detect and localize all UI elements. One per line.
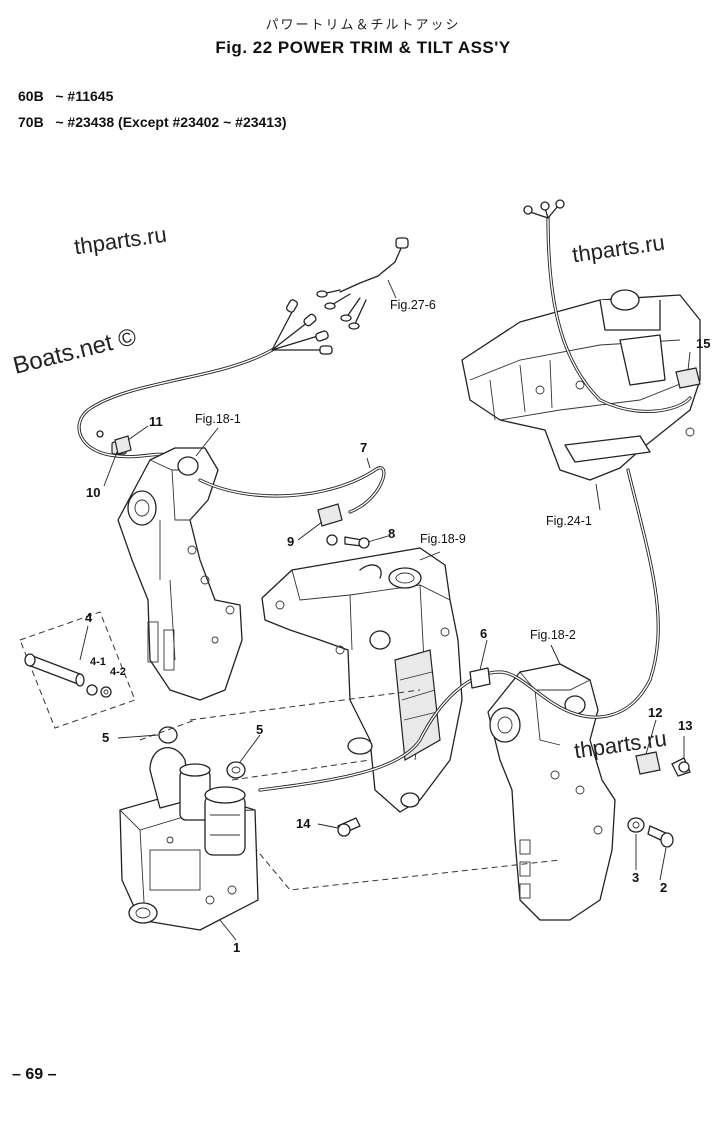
washer-3-bolt-2 [627,817,674,848]
callout-15[interactable]: 15 [696,336,711,351]
connector-harness [316,237,409,330]
stern-bracket-left [117,447,243,701]
tilt-switch-lead [258,199,692,792]
clamp-6 [469,667,491,689]
model-code: 70B [18,114,44,130]
callout-4[interactable]: 4 [85,610,93,625]
callout-8[interactable]: 8 [388,526,396,541]
callout-1[interactable]: 1 [233,940,241,955]
callout-4-1[interactable]: 4-1 [90,656,106,668]
model-code: 60B [18,88,44,104]
callout-6[interactable]: 6 [480,626,488,641]
stern-bracket-right [487,663,616,921]
applicability-line-60b: 60B ~ #11645 [18,88,113,104]
callout-2[interactable]: 2 [660,880,668,895]
clamp-11 [114,435,132,455]
callout-13[interactable]: 13 [678,718,693,733]
ref-fig-24-1[interactable]: Fig.24-1 [546,514,592,528]
leader-lines [79,279,691,941]
cable-7 [198,466,386,514]
ref-fig-18-2[interactable]: Fig.18-2 [530,628,576,642]
bottom-cowling [461,289,701,481]
ref-fig-27-6[interactable]: Fig.27-6 [390,298,436,312]
bolt-14 [337,817,361,837]
callout-7[interactable]: 7 [360,440,368,455]
callout-12[interactable]: 12 [648,705,663,720]
trim-motor-lead [77,299,333,459]
callout-5-right[interactable]: 5 [256,722,264,737]
callout-11[interactable]: 11 [149,414,163,429]
callout-3[interactable]: 3 [632,870,640,885]
callout-9[interactable]: 9 [287,534,295,549]
figure-title: Fig. 22 POWER TRIM & TILT ASS'Y [215,38,511,57]
ref-fig-18-9[interactable]: Fig.18-9 [420,532,466,546]
callout-4-2[interactable]: 4-2 [110,666,126,678]
serial-range: ~ #11645 [55,88,114,104]
ref-fig-18-1[interactable]: Fig.18-1 [195,412,241,426]
japanese-title: パワートリム＆チルトアッシ [265,17,461,32]
applicability-line-70b: 70B ~ #23438 (Except #23402 ~ #23413) [18,114,287,130]
serial-range: ~ #23438 (Except #23402 ~ #23413) [55,114,287,130]
clamp-12-bolt-13 [635,751,691,777]
page-number: – 69 – [12,1066,57,1083]
power-trim-tilt-unit [119,747,259,931]
callout-5-left[interactable]: 5 [102,730,110,745]
clamp-15 [675,367,701,389]
clamp-9-bolt-8 [317,503,370,549]
callout-14[interactable]: 14 [296,816,311,831]
swivel-bracket [261,547,463,813]
pin-assembly-4 [19,611,136,729]
callout-10[interactable]: 10 [86,485,101,500]
